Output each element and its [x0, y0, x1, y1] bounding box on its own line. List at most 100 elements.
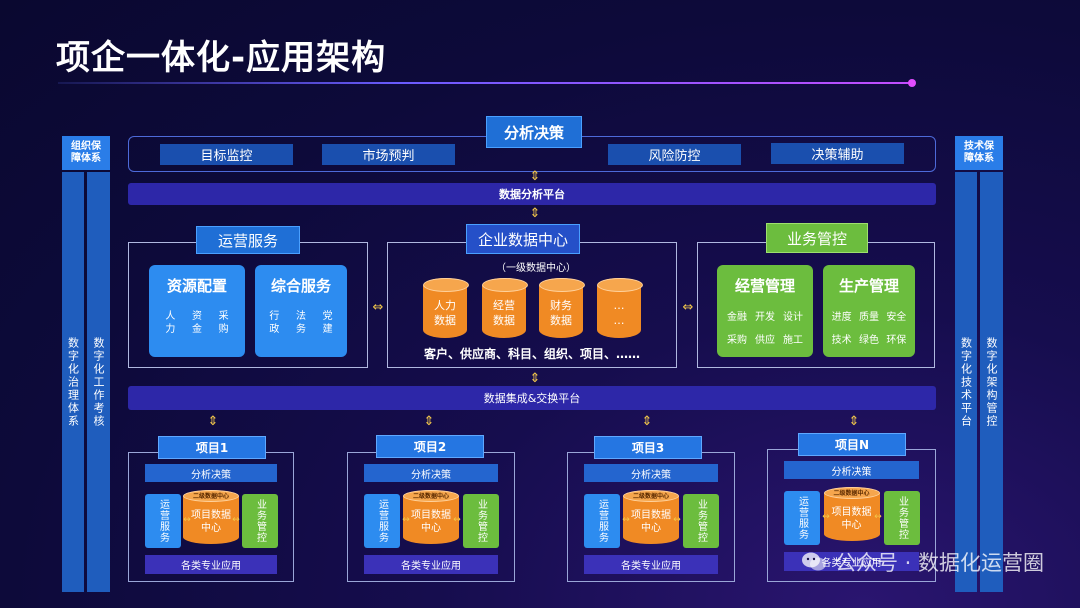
project-title: 项目3 — [594, 436, 702, 459]
card-text: 进度 — [831, 312, 852, 323]
leftright-arrow-icon: ⇔ — [682, 300, 694, 315]
leftright-arrow-icon: ↔ — [232, 515, 240, 525]
card-title: 资源配置 — [166, 277, 227, 295]
data-integration-platform-bar: 数据集成&交换平台 — [128, 386, 936, 410]
digital-tech-platform-column: 数字化技术平台 — [955, 172, 977, 592]
updown-arrow-icon: ⇕ — [529, 169, 541, 184]
project-ops-text: 运营服务 — [157, 499, 169, 543]
card-text: 金 — [191, 324, 202, 335]
project-cylinder-cap: 二级数据中心 — [183, 490, 239, 502]
card-text: 施工 — [783, 335, 803, 346]
updown-arrow-icon: ⇕ — [529, 206, 541, 221]
project-apps-bar: 各类专业应用 — [145, 555, 277, 574]
leftright-arrow-icon: ↔ — [183, 515, 191, 525]
project-title: 项目N — [798, 433, 906, 456]
org-support-header: 组织保障体系 — [62, 136, 110, 170]
card-title: 综合服务 — [270, 277, 331, 295]
title-underline-dot — [908, 79, 916, 87]
project-biz-box: 业务管控 — [884, 491, 920, 545]
cyl-text: 人力 — [434, 299, 456, 312]
card-text: 政 — [269, 324, 280, 335]
biz-control-label: 业务管控 — [766, 223, 868, 253]
project-apps-bar: 各类专业应用 — [364, 555, 498, 574]
project-data-center-cylinder: 二级数据中心 项目数据中心 — [183, 490, 239, 544]
updown-arrow-icon: ⇕ — [848, 414, 860, 429]
card-text: 设计 — [783, 312, 803, 323]
project-biz-text: 业务管控 — [475, 499, 487, 543]
cyl-text: … — [613, 314, 625, 327]
wechat-icon — [801, 551, 827, 573]
updown-arrow-icon: ⇕ — [641, 414, 653, 429]
project-biz-text: 业务管控 — [896, 496, 908, 540]
finance-data-cylinder: 财务数据 — [539, 278, 585, 338]
project-title: 项目1 — [158, 436, 266, 459]
hr-data-cylinder: 人力数据 — [423, 278, 469, 338]
project-cylinder-cap: 二级数据中心 — [823, 487, 880, 499]
updown-arrow-icon: ⇕ — [207, 414, 219, 429]
project-cylinder-text: 项目数据中心 — [631, 510, 671, 534]
card-text: 购 — [218, 324, 229, 335]
project-ops-text: 运营服务 — [796, 496, 808, 540]
production-management-card: 生产管理 进度质量安全 技术绿色环保 — [823, 265, 915, 357]
cyl-text: 数据 — [550, 314, 572, 327]
project-ops-box: 运营服务 — [584, 494, 620, 548]
card-text: 开发 — [755, 312, 775, 323]
card-text: 供应 — [755, 335, 775, 346]
project-ops-box: 运营服务 — [145, 494, 181, 548]
card-text: 质量 — [858, 312, 879, 323]
market-forecast-box: 市场预判 — [322, 144, 455, 165]
leftright-arrow-icon: ⇔ — [372, 300, 384, 315]
digital-architecture-control-column: 数字化架构管控 — [980, 172, 1003, 592]
card-text: 环保 — [886, 335, 907, 346]
card-text: 绿色 — [858, 335, 879, 346]
project-biz-text: 业务管控 — [695, 499, 707, 543]
page-title: 项企一体化-应用架构 — [56, 38, 387, 78]
project-title: 项目2 — [376, 435, 484, 458]
tech-support-header: 技术保障体系 — [955, 136, 1003, 170]
decision-support-box: 决策辅助 — [771, 143, 904, 164]
card-text: 党 — [322, 311, 333, 322]
project-biz-text: 业务管控 — [254, 499, 266, 543]
data-center-subtitle: （一级数据中心） — [496, 263, 576, 274]
watermark-text: 公众号 · 数据化运营圈 — [834, 551, 1044, 575]
card-text: 人 — [165, 311, 176, 322]
card-text: 资 — [191, 311, 202, 322]
updown-arrow-icon: ⇕ — [423, 414, 435, 429]
card-text: 力 — [165, 324, 176, 335]
leftright-arrow-icon: ↔ — [673, 515, 681, 525]
target-monitoring-box: 目标监控 — [160, 144, 293, 165]
leftright-arrow-icon: ↔ — [453, 515, 461, 525]
resource-allocation-card: 资源配置 人力 资金 采购 — [149, 265, 245, 357]
project-ops-text: 运营服务 — [596, 499, 608, 543]
project-analysis-bar: 分析决策 — [784, 461, 919, 479]
cyl-text: 经营 — [493, 299, 515, 312]
card-text: 行 — [269, 311, 280, 322]
leftright-arrow-icon: ↔ — [622, 515, 630, 525]
data-center-caption: 客户、供应商、科目、组织、项目、…… — [423, 347, 640, 361]
project-ops-box: 运营服务 — [784, 491, 820, 545]
operations-management-card: 经营管理 金融开发设计 采购供应施工 — [717, 265, 813, 357]
project-biz-box: 业务管控 — [683, 494, 719, 548]
project-analysis-bar: 分析决策 — [584, 464, 718, 482]
project-cylinder-text: 项目数据中心 — [411, 510, 451, 534]
project-biz-box: 业务管控 — [242, 494, 278, 548]
project-data-center-cylinder: 二级数据中心 项目数据中心 — [623, 490, 679, 544]
card-text: 建 — [322, 324, 333, 335]
cyl-text: 数据 — [434, 314, 456, 327]
data-analysis-platform-bar: 数据分析平台 — [128, 183, 936, 205]
project-ops-box: 运营服务 — [364, 494, 400, 548]
digital-governance-column: 数字化治理体系 — [62, 172, 84, 592]
comprehensive-services-card: 综合服务 行政 法务 党建 — [255, 265, 347, 357]
project-apps-bar: 各类专业应用 — [584, 555, 718, 574]
project-cylinder-text: 项目数据中心 — [191, 510, 231, 534]
analysis-decision-header: 分析决策 — [486, 116, 582, 148]
leftright-arrow-icon: ↔ — [402, 515, 410, 525]
card-text: 技术 — [831, 335, 852, 346]
cyl-text: 财务 — [550, 299, 572, 312]
cyl-text: … — [613, 299, 625, 312]
project-biz-box: 业务管控 — [463, 494, 499, 548]
digital-work-assessment-column: 数字化工作考核 — [87, 172, 110, 592]
project-analysis-bar: 分析决策 — [145, 464, 277, 482]
card-text: 法 — [295, 311, 306, 322]
cyl-text: 数据 — [493, 314, 515, 327]
